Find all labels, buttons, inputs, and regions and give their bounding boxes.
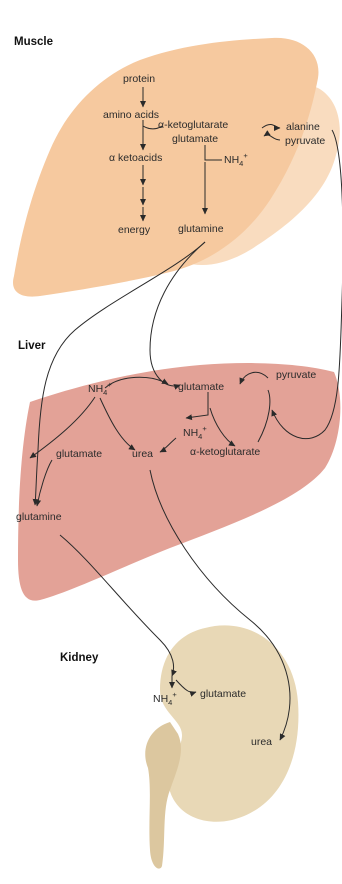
label-pyruvate-muscle: pyruvate [285,135,325,147]
kidney-shape [160,625,298,821]
label-glutamate-liver-left: glutamate [56,448,102,460]
label-urea-kidney: urea [251,736,272,748]
label-glutamate-kidney: glutamate [200,688,246,700]
label-alpha-ketoglutarate-muscle: α-ketoglutarate [158,119,228,131]
liver-organ [18,363,340,601]
label-energy: energy [118,224,151,236]
kidney-title: Kidney [60,652,99,664]
label-protein: protein [123,73,155,85]
label-urea-liver: urea [132,448,153,460]
liver-shape [18,363,340,601]
label-amino-acids: amino acids [103,109,159,121]
liver-title: Liver [18,340,46,352]
label-pyruvate-liver: pyruvate [276,369,316,381]
label-glutamate-muscle: glutamate [172,133,218,145]
label-glutamine-liver: glutamine [16,511,62,523]
label-alpha-ketoglutarate-liver: α-ketoglutarate [190,446,260,458]
label-glutamate-liver-top: glutamate [178,381,224,393]
label-alanine: alanine [286,121,320,133]
muscle-title: Muscle [14,36,53,48]
muscle-organ [13,38,340,297]
label-alpha-ketoacids: α ketoacids [109,152,162,164]
label-glutamine-muscle: glutamine [178,223,224,235]
kidney-organ [145,625,298,868]
muscle-shape [13,38,318,297]
